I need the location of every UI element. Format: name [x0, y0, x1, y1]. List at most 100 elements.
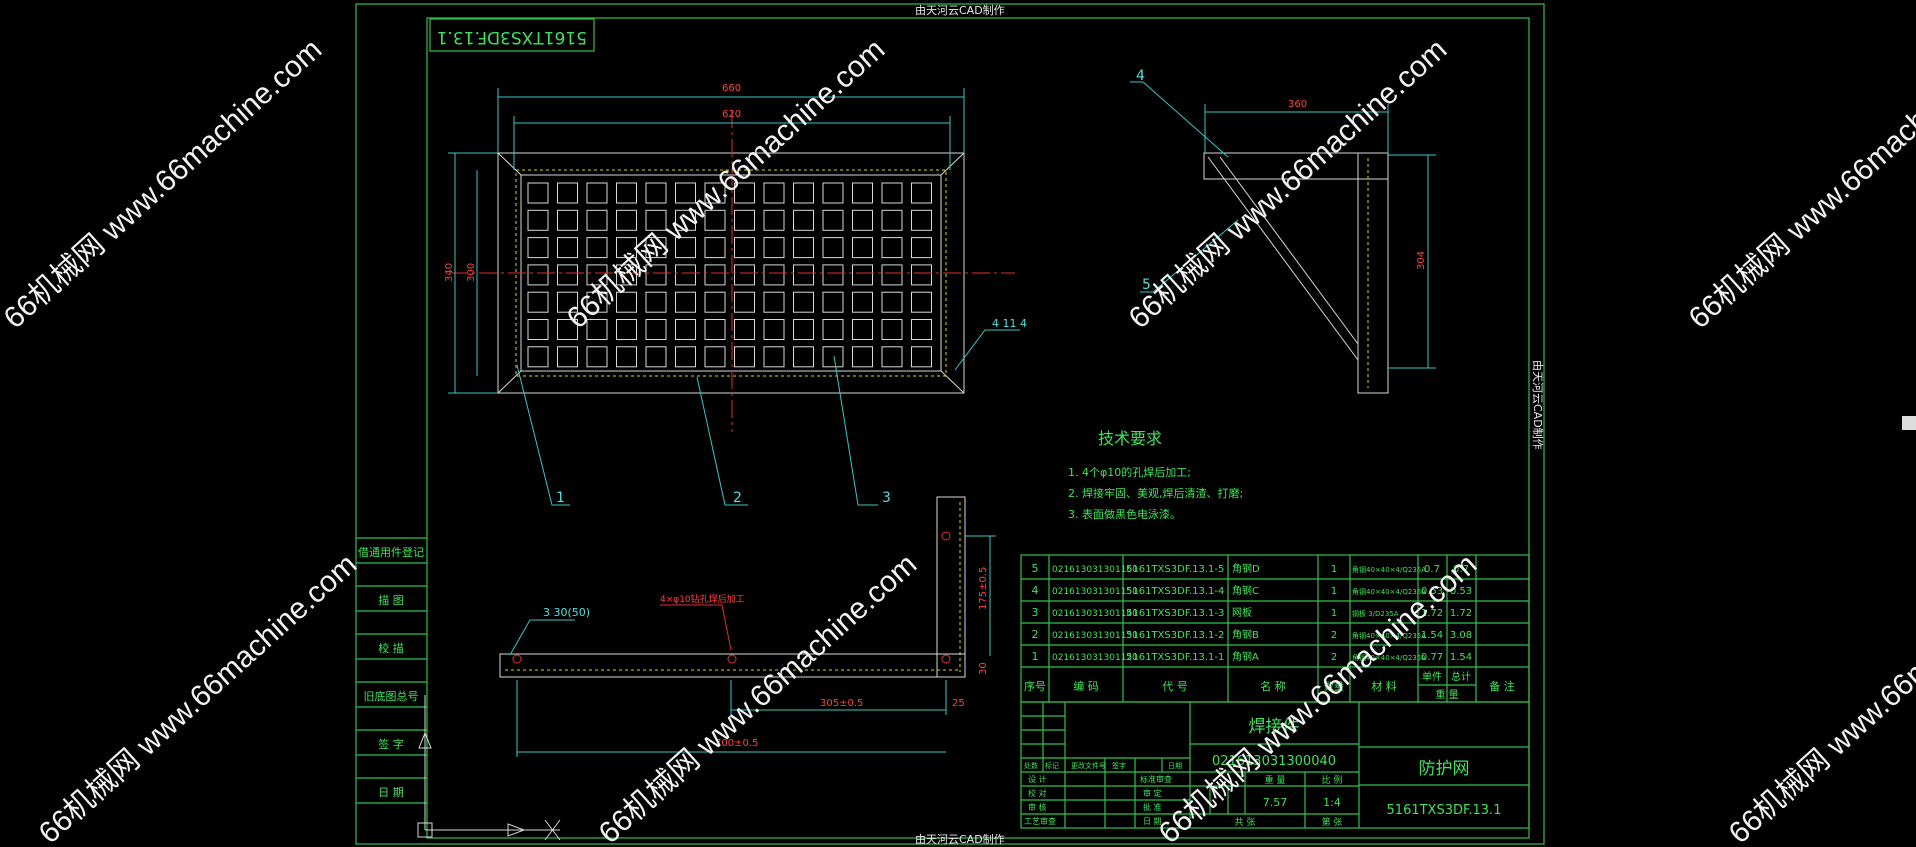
- mesh-cell: [616, 264, 637, 286]
- bom-cell-qty: 2: [1331, 652, 1337, 663]
- bom-cell-code: 021613031301120: [1052, 653, 1138, 663]
- bom-cell-unit: 0.77: [1421, 652, 1443, 663]
- bom-cell-name: 角钢C: [1232, 584, 1259, 597]
- mesh-cell: [763, 209, 785, 231]
- producer-label-top: 由天河云CAD制作: [915, 3, 1005, 17]
- bom-cell-code: 021613031301130: [1052, 631, 1138, 641]
- hole-note: 4×φ10钻孔焊后加工: [660, 593, 745, 605]
- mesh-cell: [763, 182, 785, 204]
- side-view: 360 304 4 5: [1130, 68, 1436, 394]
- bom-cell-no: 5: [1032, 562, 1039, 575]
- mesh-cell: [704, 264, 726, 286]
- title-drawing-no: 5161TXS3DF.13.1: [1387, 803, 1502, 818]
- scrollbar-thumb[interactable]: [1902, 416, 1916, 430]
- mesh-cell: [822, 319, 844, 340]
- mesh-cell: [704, 209, 726, 231]
- tech-req-item-3: 3. 表面做黑色电泳漆。: [1068, 507, 1181, 521]
- mesh-cell: [527, 291, 549, 313]
- role-label: 批 准: [1143, 802, 1162, 812]
- bom-header: 材 料: [1371, 679, 1397, 693]
- ucs-icon: [417, 695, 561, 841]
- bom-header: 序号: [1024, 679, 1046, 693]
- mesh-cell: [616, 319, 637, 340]
- mesh-cell: [527, 264, 549, 286]
- callout-4: 4: [1136, 68, 1145, 84]
- bom-cell-total: 0.7: [1453, 564, 1469, 575]
- mesh-cell: [734, 319, 755, 340]
- tech-req-item-2: 2. 焊接牢固、美观,焊后清渣、打磨;: [1068, 486, 1243, 500]
- watermark-text: 66机械网 www.66machine.com: [1123, 33, 1454, 335]
- bom-weight-label: 重 量: [1435, 688, 1458, 701]
- role-label: 日 期: [1143, 817, 1162, 826]
- mesh-cell: [586, 209, 608, 231]
- rev-label: 日期: [1168, 762, 1182, 770]
- rev-label: 签字: [1112, 761, 1126, 770]
- mesh-cell: [616, 209, 637, 231]
- mesh-cell: [586, 346, 608, 368]
- vertical-angle: [1357, 152, 1389, 394]
- sheet-number: 第 张: [1322, 816, 1343, 828]
- mesh-cell: [734, 182, 755, 204]
- mesh-cell: [911, 291, 932, 313]
- bom-cell-part: 5161TXS3DF.13.1-1: [1126, 652, 1224, 663]
- producer-label-bottom: 由天河云CAD制作: [915, 832, 1005, 846]
- mesh-cell: [557, 346, 578, 368]
- mesh-cell: [645, 209, 667, 231]
- mesh-cell: [911, 182, 932, 204]
- mesh-cell: [557, 209, 578, 231]
- mesh-cell: [763, 237, 785, 259]
- watermark-text: 66机械网 www.66machine.com: [1683, 33, 1916, 335]
- mesh-cell: [586, 291, 608, 313]
- mesh-cell: [734, 209, 755, 231]
- mesh-cell: [675, 264, 696, 286]
- mesh-cell: [852, 182, 873, 204]
- bom-cell-code: 021613031301140: [1052, 609, 1138, 619]
- bom-cell-part: 5161TXS3DF.13.1-3: [1126, 608, 1224, 619]
- side-panel-label: 描 图: [378, 593, 404, 607]
- callout-5: 5: [1142, 277, 1151, 293]
- mesh-cell: [852, 346, 873, 368]
- bom-cell-code: 021613031301150: [1052, 587, 1138, 597]
- mesh-cell: [704, 346, 726, 368]
- bom-cell-no: 2: [1032, 628, 1039, 641]
- mesh-cell: [911, 346, 932, 368]
- mesh-cell: [527, 346, 549, 368]
- bom-cell-part: 5161TXS3DF.13.1-4: [1126, 586, 1224, 597]
- bom-cell-name: 角钢D: [1232, 562, 1260, 575]
- horizontal-bar: [499, 653, 966, 678]
- mesh-cell: [881, 237, 903, 259]
- inner-frame: [426, 17, 1530, 839]
- dim-inner-width: 620: [722, 109, 741, 120]
- mesh-cell: [881, 182, 903, 204]
- bottom-view: 3 30(50) 4×φ10钻孔焊后加工 305±0.5 25 700±0.5 …: [499, 496, 996, 757]
- callout-2: 2: [733, 490, 742, 506]
- mesh-cell: [675, 237, 696, 259]
- mesh-cell: [734, 237, 755, 259]
- bom-cell-unit: 0.53: [1421, 586, 1443, 597]
- bom-cell-mat: 钢板 3/D235A: [1352, 609, 1399, 618]
- bom-cell-no: 3: [1032, 606, 1039, 619]
- side-panel: 借通用件登记 描 图 校 描 旧底图总号 签 字 日 期: [356, 537, 427, 804]
- mesh-cell: [527, 209, 549, 231]
- mesh-cell: [616, 346, 637, 368]
- mesh-cell: [822, 291, 844, 313]
- watermark-text: 66机械网 www.66machine.com: [593, 548, 924, 847]
- bom-cell-unit: 1.72: [1421, 608, 1443, 619]
- weight-value: 7.57: [1263, 796, 1288, 809]
- mesh-cell: [704, 237, 726, 259]
- bom-header: 单件: [1422, 671, 1442, 683]
- mesh-cell: [852, 264, 873, 286]
- side-panel-label: 旧底图总号: [364, 689, 419, 703]
- bom-header: 数量: [1324, 680, 1344, 693]
- dim-total: 700±0.5: [715, 738, 758, 749]
- title-code: 021613031300040: [1212, 754, 1336, 769]
- title-block: 标记 处数 更改文件号 签字 日期 设 计 校 对 审 核 工艺审查 标准审查 …: [1020, 701, 1530, 829]
- role-label: 工艺审查: [1024, 816, 1056, 826]
- side-panel-label: 校 描: [378, 641, 404, 655]
- mesh-cell: [763, 264, 785, 286]
- mesh-cell: [793, 264, 814, 286]
- title-type: 焊接件: [1249, 717, 1300, 737]
- bom-cell-qty: 1: [1331, 564, 1337, 575]
